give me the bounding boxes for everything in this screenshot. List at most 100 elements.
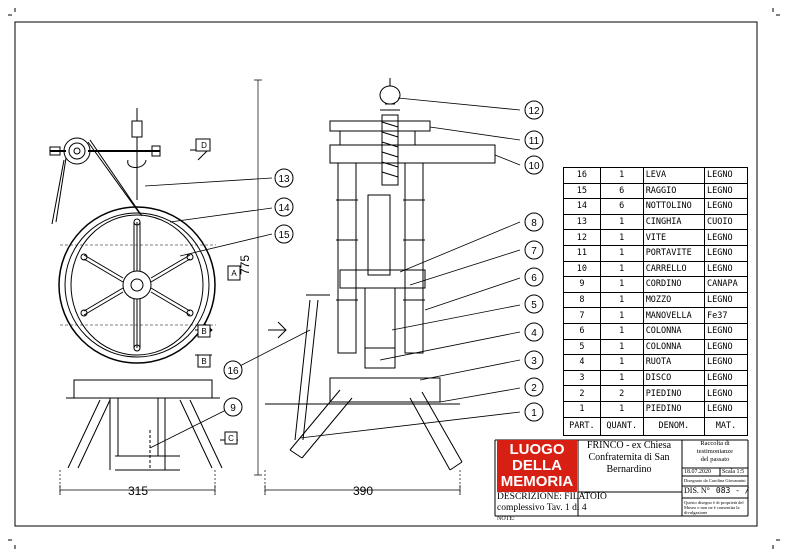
table-cell-name: COLONNA	[642, 322, 706, 340]
section-letters: D B B C A	[201, 141, 237, 443]
balloon-2: 2	[524, 377, 544, 397]
svg-text:1: 1	[531, 408, 537, 419]
table-cell-part: 16	[563, 167, 601, 184]
table-header-cell: PART.	[563, 416, 601, 436]
table-cell-qty: 1	[599, 369, 644, 387]
front-view	[265, 78, 496, 471]
svg-text:15: 15	[278, 230, 290, 241]
carriage-top	[329, 120, 431, 132]
drawing-number: DIS. N° 083 - /	[684, 486, 750, 495]
table-cell-name: LEVA	[642, 167, 706, 184]
table-cell-qty: 1	[599, 276, 644, 293]
balloon-16: 16	[223, 360, 243, 380]
balloon-4: 4	[524, 322, 544, 342]
balloon-5: 5	[524, 294, 544, 314]
balloon-6: 6	[524, 267, 544, 287]
front-leg-right	[409, 391, 463, 471]
svg-text:16: 16	[227, 366, 239, 377]
table-cell-mat: LEGNO	[704, 322, 748, 340]
hub	[122, 270, 152, 300]
table-cell-part: 15	[563, 182, 601, 200]
table-cell-qty: 1	[599, 229, 644, 246]
front-base	[329, 377, 441, 403]
table-cell-mat: LEGNO	[704, 291, 748, 309]
svg-text:14: 14	[278, 203, 290, 214]
lever	[294, 299, 319, 441]
table-cell-mat: LEGNO	[704, 338, 748, 356]
table-cell-qty: 1	[599, 322, 644, 340]
balloon-9: 9	[223, 397, 243, 417]
dimensions	[59, 79, 461, 495]
svg-text:13: 13	[278, 174, 290, 185]
svg-text:C: C	[228, 434, 234, 443]
table-cell-mat: CUOIO	[704, 213, 748, 231]
svg-text:B: B	[201, 327, 206, 336]
side-leg-left	[67, 399, 111, 469]
balloon-group: 12 11 10 13 14 15 8 7 6 5 4 3 2 1 9 16	[223, 100, 544, 422]
table-cell-part: 7	[563, 307, 601, 324]
svg-text:7: 7	[531, 246, 537, 257]
table-cell-name: RUOTA	[642, 354, 706, 371]
section-markers	[190, 138, 287, 445]
table-cell-part: 9	[563, 276, 601, 293]
table-cell-name: NOTTOLINO	[642, 198, 706, 215]
table-cell-part: 4	[563, 354, 601, 371]
balloon-15: 15	[274, 224, 294, 244]
table-cell-name: PIEDINO	[642, 400, 706, 418]
balloon-10: 10	[524, 155, 544, 175]
belt	[51, 139, 143, 225]
balloon-13: 13	[274, 168, 294, 188]
table-cell-qty: 1	[599, 291, 644, 309]
collection-note: Raccolta di testimonianze del passato	[696, 440, 734, 463]
leader-lines	[144, 97, 521, 449]
table-cell-qty: 1	[599, 400, 644, 418]
table-cell-part: 5	[563, 338, 601, 356]
table-cell-qty: 1	[599, 354, 644, 371]
table-cell-mat: LEGNO	[704, 198, 748, 215]
wheel-outer	[58, 206, 216, 364]
balloon-1: 1	[524, 402, 544, 422]
table-cell-mat: CANAPA	[704, 276, 748, 293]
top-pulley	[63, 137, 91, 165]
balloon-12: 12	[524, 100, 544, 120]
side-base	[73, 379, 213, 399]
dimension-height: 775	[238, 254, 252, 275]
table-cell-qty: 1	[599, 244, 644, 262]
table-cell-mat: LEGNO	[704, 369, 748, 387]
table-cell-mat: Fe37	[704, 307, 748, 324]
author: Disegnato da Carolina Giovannini	[684, 478, 746, 483]
table-cell-name: MOZZO	[642, 291, 706, 309]
table-header-cell: QUANT.	[599, 416, 644, 436]
table-cell-part: 6	[563, 322, 601, 340]
table-cell-name: DISCO	[642, 369, 706, 387]
side-view	[49, 108, 223, 471]
table-cell-mat: LEGNO	[704, 400, 748, 418]
svg-text:A: A	[231, 269, 237, 278]
table-cell-mat: LEGNO	[704, 244, 748, 262]
table-cell-part: 1	[563, 400, 601, 418]
svg-text:11: 11	[529, 136, 540, 147]
table-cell-name: VITE	[642, 229, 706, 246]
dimension-width-front: 390	[353, 484, 374, 498]
balloon-3: 3	[524, 350, 544, 370]
table-header-cell: DENOM.	[642, 416, 706, 436]
table-cell-name: COLONNA	[642, 338, 706, 356]
spokes	[80, 218, 194, 352]
table-cell-part: 8	[563, 291, 601, 309]
svg-text:2: 2	[531, 383, 537, 394]
table-cell-name: PORTAVITE	[642, 244, 706, 262]
table-cell-mat: LEGNO	[704, 354, 748, 371]
table-cell-qty: 2	[599, 385, 644, 402]
table-cell-qty: 6	[599, 182, 644, 200]
